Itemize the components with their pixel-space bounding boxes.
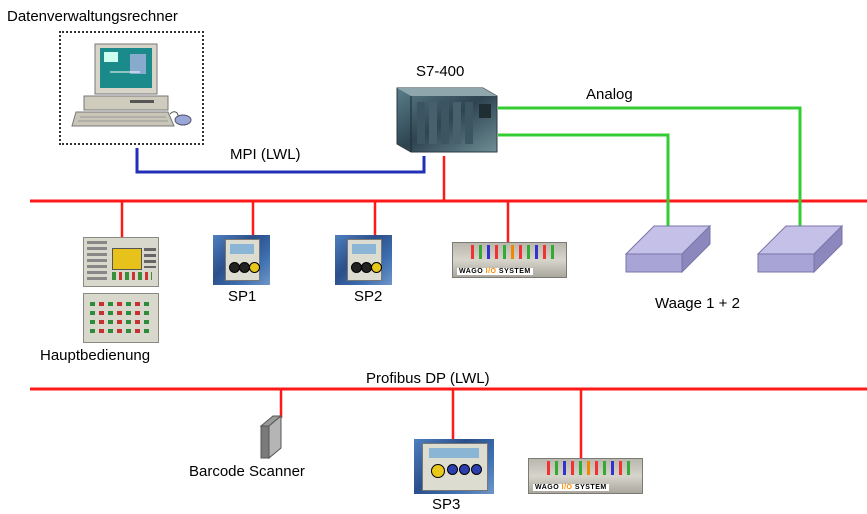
- scale-2-icon: [756, 224, 844, 274]
- analog-line-2: [498, 133, 670, 238]
- operator-panel-bottom: [83, 293, 159, 343]
- sp1-control-panel: [213, 235, 270, 285]
- mpi-label: MPI (LWL): [230, 146, 301, 163]
- wago-logo-1: WAGO I/O SYSTEM: [457, 268, 533, 275]
- profibus-label: Profibus DP (LWL): [366, 370, 490, 387]
- computer-icon: [71, 43, 192, 127]
- sp2-control-panel: [335, 235, 392, 285]
- wago-io-module-1: WAGO I/O SYSTEM: [452, 242, 567, 278]
- scale-1-icon: [624, 224, 712, 274]
- sp3-control-panel: [414, 439, 494, 494]
- analog-line-1: [498, 106, 802, 238]
- wago-io-module-2: WAGO I/O SYSTEM: [528, 458, 643, 494]
- sp2-label: SP2: [354, 288, 383, 305]
- s7-label: S7-400: [416, 63, 465, 80]
- pc-dotted-frame: [59, 31, 204, 145]
- barcode-scanner-icon: [259, 414, 283, 460]
- operator-panel-top: [83, 237, 159, 287]
- sp3-label: SP3: [432, 496, 461, 513]
- hauptbedienung-label: Hauptbedienung: [40, 347, 151, 364]
- waage-label: Waage 1 + 2: [655, 295, 740, 312]
- barcode-scanner-label: Barcode Scanner: [189, 463, 305, 480]
- sp1-label: SP1: [228, 288, 257, 305]
- pc-label: Datenverwaltungsrechner: [7, 8, 178, 25]
- s7-400-plc-icon: [396, 87, 498, 153]
- analog-label: Analog: [586, 86, 633, 103]
- wago-logo-2: WAGO I/O SYSTEM: [533, 484, 609, 491]
- mpi-line: [135, 148, 426, 174]
